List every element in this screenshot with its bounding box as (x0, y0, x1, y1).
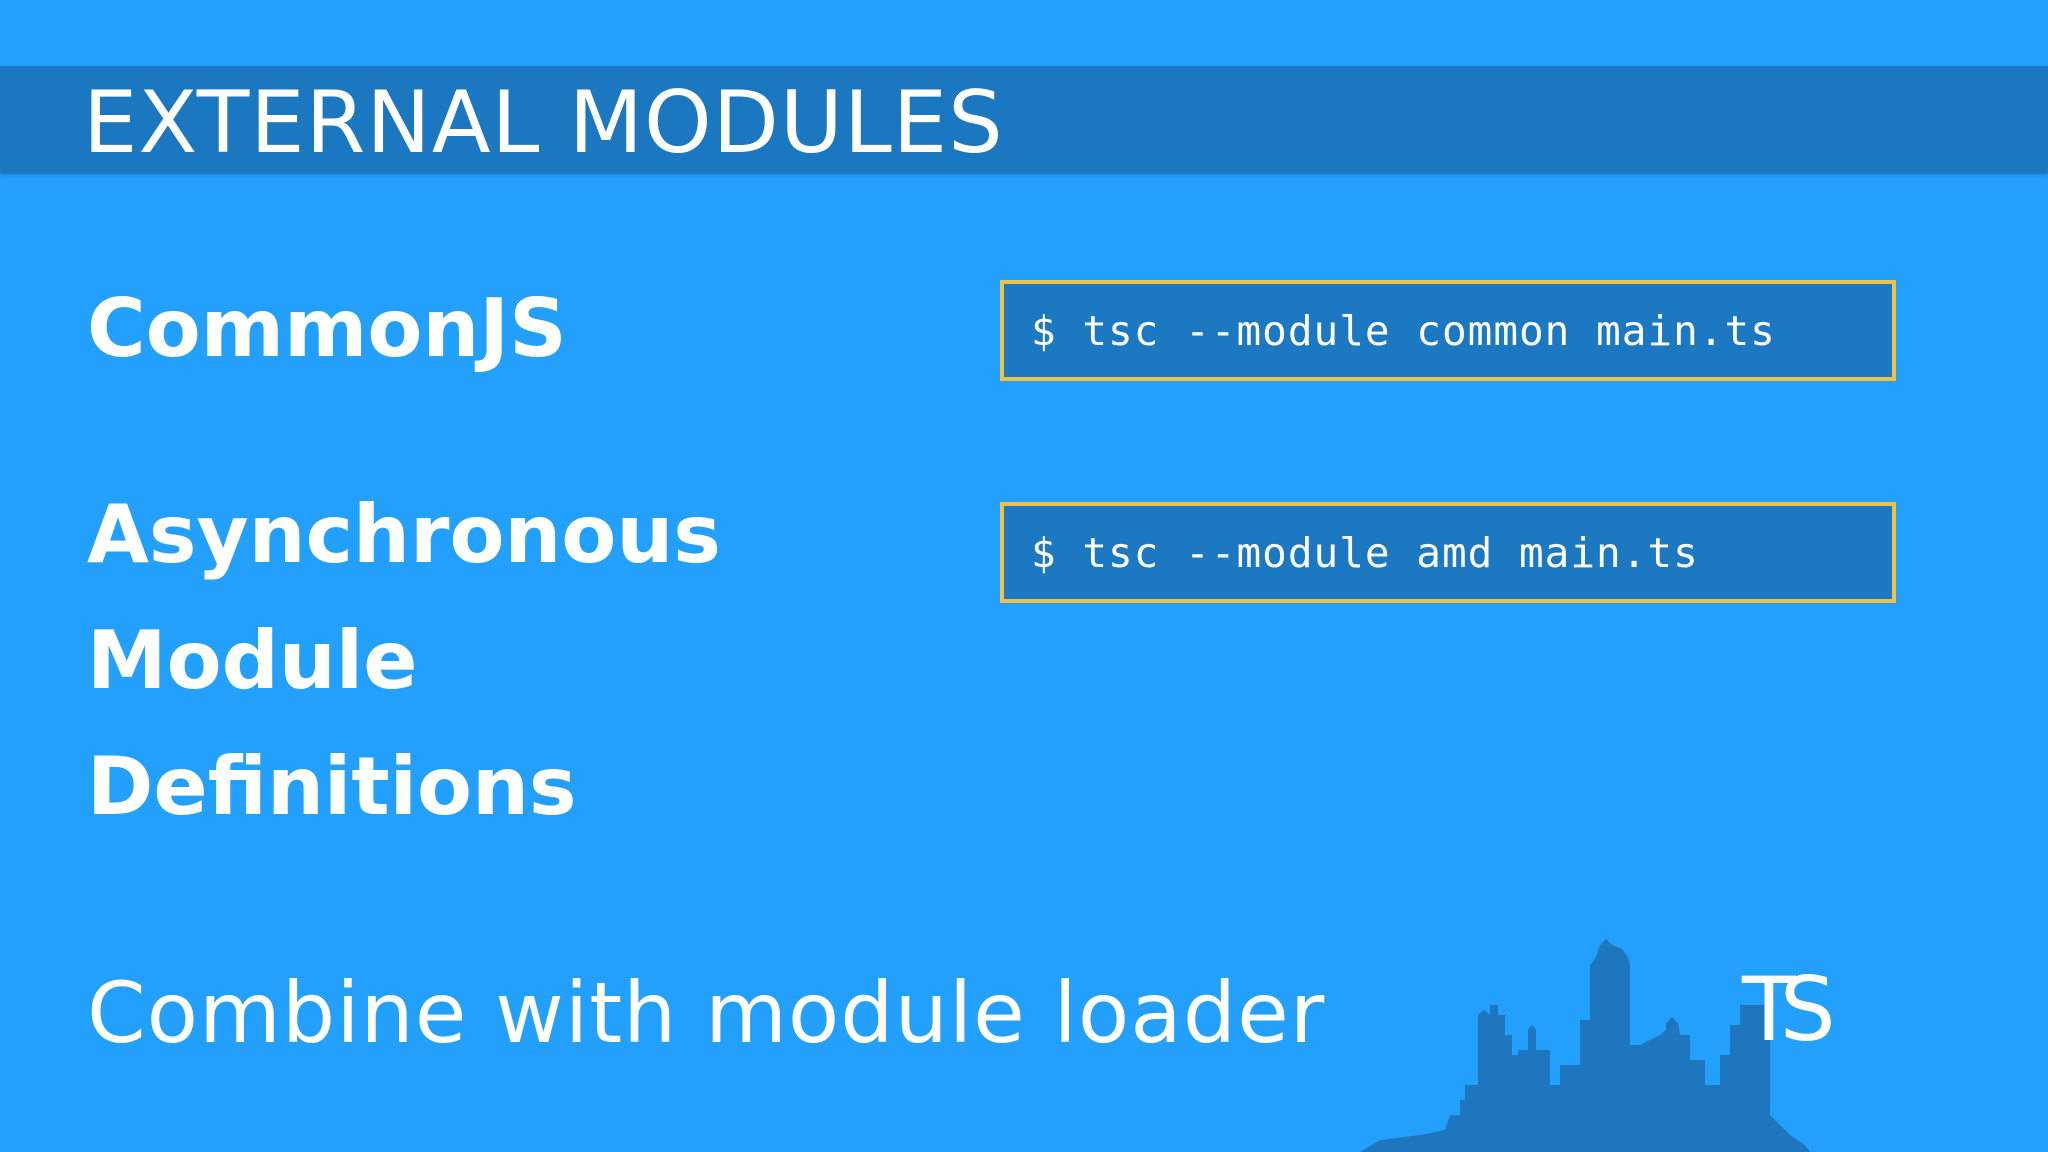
topic-amd: Asynchronous Module Definitions (87, 472, 721, 850)
command-box-amd: $ tsc --module amd main.ts (1000, 502, 1896, 603)
city-skyline-illustration (1360, 939, 1810, 1152)
command-box-commonjs: $ tsc --module common main.ts (1000, 280, 1896, 381)
topic-amd-line-3: Definitions (87, 740, 577, 833)
footer-text: Combine with module loader (87, 964, 1326, 1062)
command-text-amd: $ tsc --module amd main.ts (1031, 528, 1699, 577)
topic-commonjs: CommonJS (87, 282, 567, 375)
topic-amd-line-1: Asynchronous (87, 488, 721, 581)
command-text-commonjs: $ tsc --module common main.ts (1031, 306, 1776, 355)
title-bar (0, 66, 2048, 174)
slide-title: EXTERNAL MODULES (83, 73, 1004, 173)
topic-amd-line-2: Module (87, 614, 418, 707)
typescript-logo: TS (1742, 958, 1836, 1061)
